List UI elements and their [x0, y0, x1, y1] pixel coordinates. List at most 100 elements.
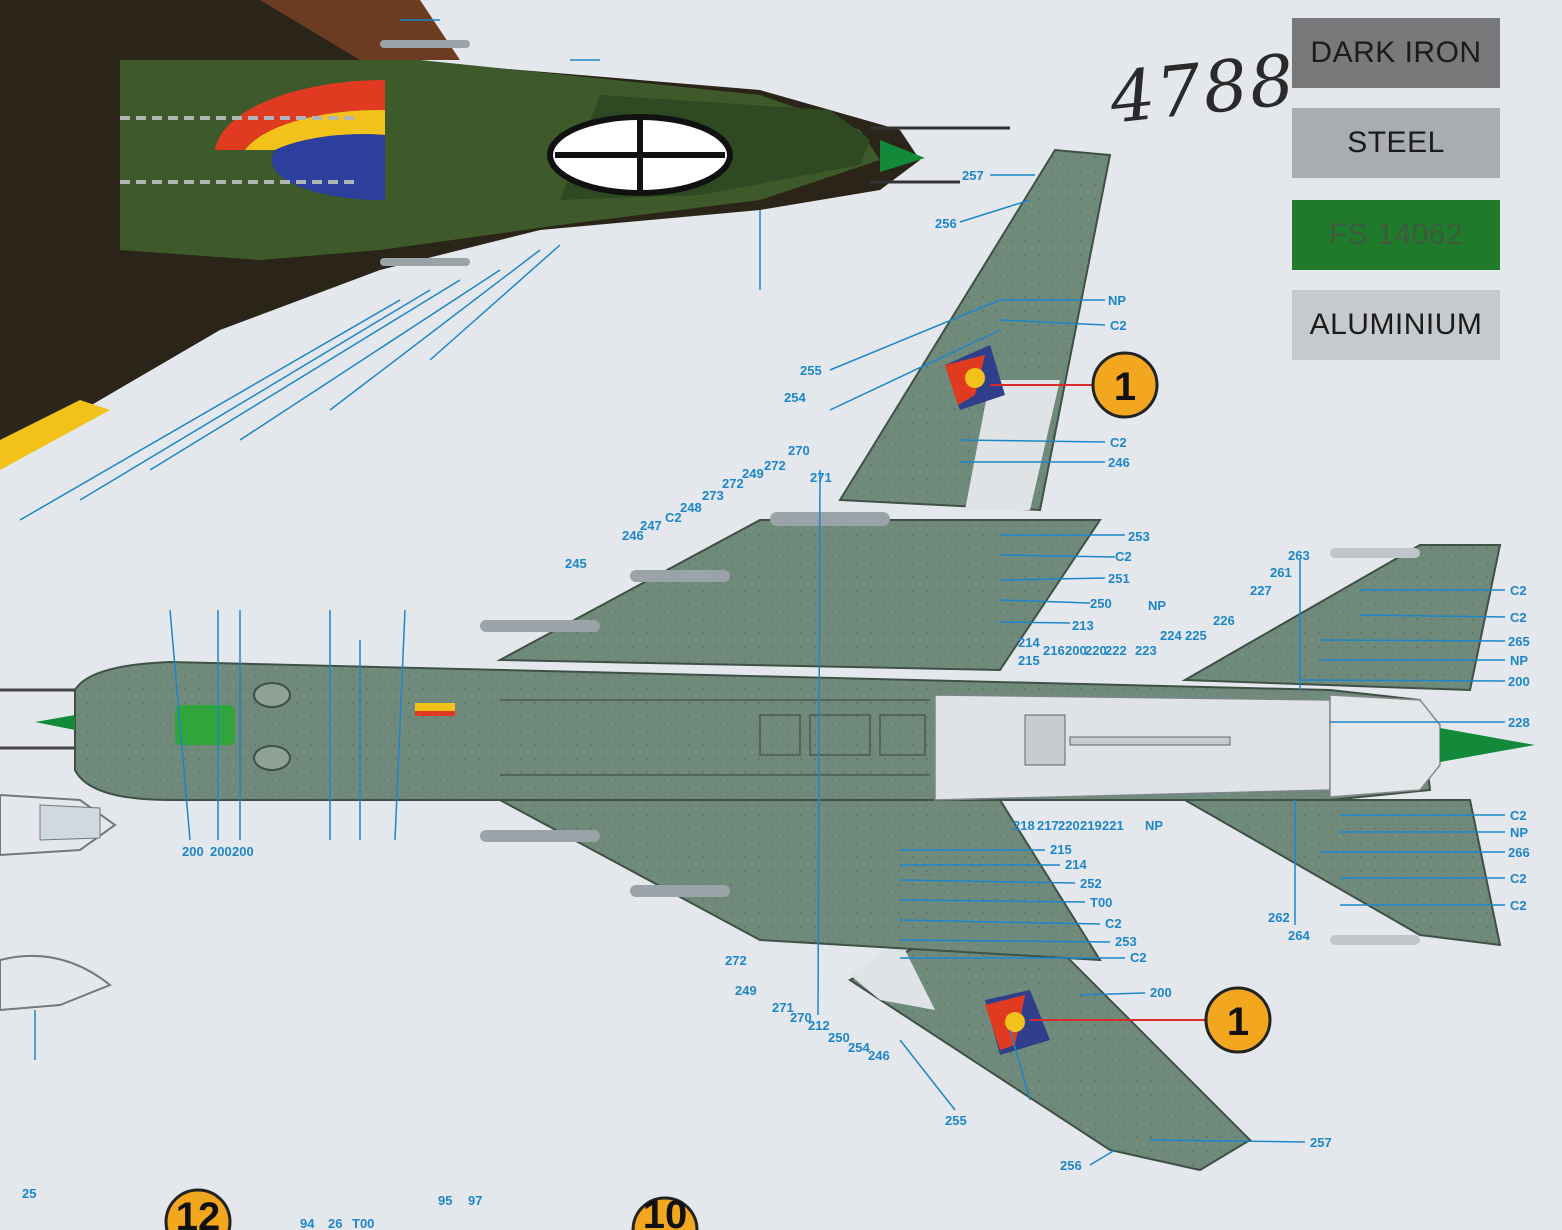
label: 254: [784, 390, 806, 405]
label: 265: [1508, 634, 1530, 649]
camouflage-aircraft-partial: [0, 0, 1010, 521]
main-aircraft: [0, 148, 1535, 1172]
label: 250: [1090, 596, 1112, 611]
reference-labels: 257 256 NP C2 255 254 C2 246 270 271 272…: [22, 168, 1530, 1230]
label: 216: [1043, 643, 1065, 658]
label: C2: [1510, 871, 1527, 886]
label: 257: [1310, 1135, 1332, 1150]
label: C2: [1115, 549, 1132, 564]
label: 264: [1288, 928, 1310, 943]
label: 213: [1072, 618, 1094, 633]
callout-badge-lower: 1: [1204, 986, 1272, 1054]
label: 200: [1508, 674, 1530, 689]
label: 214: [1065, 857, 1087, 872]
label: C2: [1105, 916, 1122, 931]
callout-badge-upper: 1: [1091, 351, 1159, 419]
label: T00: [352, 1216, 374, 1230]
swatch-label: ALUMINIUM: [1309, 308, 1483, 341]
label: NP: [1145, 818, 1163, 833]
label: 220: [1085, 643, 1107, 658]
svg-text:1: 1: [1227, 1000, 1249, 1044]
label: 255: [945, 1113, 967, 1128]
label: 217: [1037, 818, 1059, 833]
label: 256: [1060, 1158, 1082, 1173]
label: 271: [810, 470, 832, 485]
label: C2: [1110, 318, 1127, 333]
swatch-fs-14062: FS 14062: [1292, 200, 1500, 270]
side-view-partial: [0, 793, 117, 1060]
label: 224: [1160, 628, 1182, 643]
swatch-label: FS 14062: [1328, 218, 1464, 251]
label: 97: [468, 1193, 482, 1208]
label: 246: [868, 1048, 890, 1063]
swatch-steel: STEEL: [1292, 108, 1500, 178]
label: 262: [1268, 910, 1290, 925]
label: 247: [640, 518, 662, 533]
label: 253: [1115, 934, 1137, 949]
label: 212: [808, 1018, 830, 1033]
swatch-label: DARK IRON: [1310, 36, 1482, 69]
label: 214: [1018, 635, 1040, 650]
label: 249: [735, 983, 757, 998]
label: 218: [1013, 818, 1035, 833]
label: NP: [1108, 293, 1126, 308]
label: 270: [788, 443, 810, 458]
swatch-dark-iron: DARK IRON: [1292, 18, 1500, 88]
svg-text:1: 1: [1114, 365, 1136, 409]
label: 251: [1108, 571, 1130, 586]
label: 95: [438, 1193, 452, 1208]
label: 253: [1128, 529, 1150, 544]
callout-badge-10: 10: [631, 1193, 699, 1230]
label: 221: [1102, 818, 1124, 833]
label: T00: [1090, 895, 1112, 910]
label: 227: [1250, 583, 1272, 598]
label: 252: [1080, 876, 1102, 891]
label: NP: [1510, 825, 1528, 840]
label: 255: [800, 363, 822, 378]
label: 256: [935, 216, 957, 231]
label: 270: [790, 1010, 812, 1025]
label: 94: [300, 1216, 315, 1230]
label: 254: [848, 1040, 870, 1055]
label: 225: [1185, 628, 1207, 643]
label: 272: [725, 953, 747, 968]
swatch-label: STEEL: [1347, 126, 1445, 159]
label: 200: [232, 844, 254, 859]
label: 25: [22, 1186, 36, 1201]
label: C2: [665, 510, 682, 525]
label: 200: [210, 844, 232, 859]
label: 263: [1288, 548, 1310, 563]
label: 273: [702, 488, 724, 503]
label: 215: [1018, 653, 1040, 668]
label: 246: [622, 528, 644, 543]
label: 248: [680, 500, 702, 515]
label: C2: [1510, 898, 1527, 913]
label: 250: [828, 1030, 850, 1045]
label: 228: [1508, 715, 1530, 730]
label: C2: [1130, 950, 1147, 965]
label: 215: [1050, 842, 1072, 857]
insignia-lower-wing: [985, 990, 1050, 1055]
label: 272: [764, 458, 786, 473]
label: NP: [1510, 653, 1528, 668]
label: C2: [1510, 610, 1527, 625]
label: 220: [1058, 818, 1080, 833]
label: 266: [1508, 845, 1530, 860]
label: 246: [1108, 455, 1130, 470]
callout-badge-12: 12: [164, 1188, 232, 1230]
label: 26: [328, 1216, 342, 1230]
svg-text:10: 10: [643, 1193, 688, 1230]
leader-lines: [169, 174, 1506, 1166]
label: 200: [1065, 643, 1087, 658]
svg-text:12: 12: [176, 1195, 221, 1230]
label: 249: [742, 466, 764, 481]
label: 257: [962, 168, 984, 183]
insignia-upper-wing: [945, 345, 1005, 410]
label: C2: [1110, 435, 1127, 450]
label: 200: [182, 844, 204, 859]
red-callout-lines: [990, 384, 1205, 1021]
label: 272: [722, 476, 744, 491]
label: 219: [1080, 818, 1102, 833]
label: 261: [1270, 565, 1292, 580]
